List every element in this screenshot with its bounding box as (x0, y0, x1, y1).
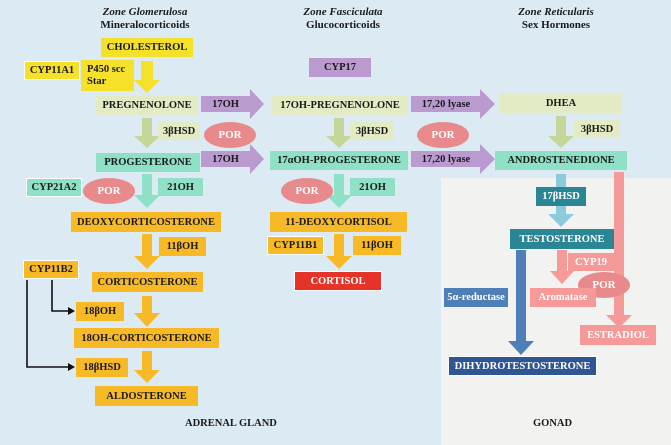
testosterone-box: TESTOSTERONE (510, 229, 614, 249)
17aoh-progesterone-box: 17αOH-PROGESTERONE (270, 151, 408, 170)
arrow-lyase-b (411, 144, 495, 174)
arrow-17oh-b (201, 144, 264, 174)
cyp11b2-line-18boh (26, 280, 68, 368)
cyp17-box: CYP17 (309, 58, 371, 77)
corticosterone-box: CORTICOSTERONE (92, 272, 203, 292)
star-label: Star (87, 75, 107, 87)
p450scc-star-box: P450 scc Star (81, 60, 134, 91)
gonad-label: GONAD (533, 418, 573, 429)
17oh-pregnenolone-box: 17OH-PREGNENOLONE (272, 96, 408, 115)
arrow-cholesterol-pregnenolone (134, 61, 160, 93)
progesterone-box: PROGESTERONE (96, 153, 200, 172)
dhea-box: DHEA (500, 93, 622, 113)
p450scc-label: P450 scc (87, 63, 126, 75)
11boh-b-box: 11βOH (353, 236, 401, 255)
17-20-lyase-b-label: 17,20 lyase (421, 153, 471, 165)
pregnenolone-box: PREGNENOLONE (96, 96, 198, 115)
zone-fasciculata-title: Zone Fasciculata (303, 6, 383, 18)
zone-reticularis-header: Zone Reticularis Sex Hormones (471, 6, 641, 32)
arrow-deoxycortisol-cortisol (326, 234, 352, 269)
17bhsd-box: 17βHSD (536, 187, 586, 206)
arrow-doc-corticosterone (134, 234, 160, 269)
androstenedione-box: ANDROSTENEDIONE (495, 151, 627, 170)
17-20-lyase-a-label: 17,20 lyase (421, 98, 471, 110)
3bhsd-b-box: 3βHSD (350, 122, 394, 140)
aldosterone-box: ALDOSTERONE (95, 386, 198, 406)
11boh-a-box: 11βOH (159, 237, 206, 256)
zone-fasciculata-header: Zone Fasciculata Glucocorticoids (258, 6, 428, 32)
arrow-progesterone-doc (134, 174, 160, 208)
adrenal-gland-label: ADRENAL GLAND (185, 418, 277, 429)
zone-reticularis-subtitle: Sex Hormones (521, 19, 591, 31)
por-ellipse-b: POR (83, 178, 135, 204)
arrow-androstenedione-estradiol (606, 172, 632, 328)
cyp21a2-box: CYP21A2 (26, 178, 82, 197)
cyp11a1-box: CYP11A1 (24, 61, 80, 80)
zone-reticularis-title: Zone Reticularis (518, 6, 594, 18)
aromatase-box: Aromatase (530, 288, 596, 307)
5a-reductase-box: 5α-reductase (444, 288, 508, 307)
arrow-17ohpreg-17ohprog (326, 118, 352, 148)
18boh-box: 18βOH (76, 302, 124, 321)
gonad-region (441, 178, 671, 445)
11-deoxycortisol-box: 11-DEOXYCORTISOL (270, 212, 407, 232)
arrow-corticosterone-18oh (134, 296, 160, 327)
arrow-pregnenolone-progesterone (134, 118, 160, 148)
3bhsd-a-box: 3βHSD (158, 122, 200, 140)
arrow-lyase-a (411, 89, 495, 119)
cortisol-box: CORTISOL (294, 271, 382, 291)
18bhsd-box: 18βHSD (76, 358, 128, 377)
cyp11b1-box: CYP11B1 (267, 236, 324, 255)
cyp11b2-line-18bohA (51, 280, 68, 312)
arrow-testosterone-dht (508, 250, 534, 355)
arrow-17ohprog-deoxycortisol (326, 174, 352, 208)
zone-glomerulosa-title: Zone Glomerulosa (102, 6, 188, 18)
por-ellipse-d: POR (281, 178, 333, 204)
17oh-b-label: 17OH (212, 153, 239, 165)
por-ellipse-c: POR (417, 122, 469, 148)
arrow-dhea-androstenedione (548, 116, 574, 148)
17oh-a-label: 17OH (212, 98, 239, 110)
por-ellipse-a: POR (204, 122, 256, 148)
3bhsd-c-box: 3βHSD (574, 120, 620, 138)
cyp19-box: CYP19 (568, 253, 614, 271)
cyp11b2-box: CYP11B2 (23, 260, 79, 279)
21oh-a-box: 21OH (158, 178, 203, 196)
18oh-corticosterone-box: 18OH-CORTICOSTERONE (74, 328, 219, 348)
21oh-b-box: 21OH (350, 178, 395, 196)
arrow-18oh-aldosterone (134, 351, 160, 383)
cholesterol-box: CHOLESTEROL (101, 38, 193, 57)
dihydrotestosterone-box: DIHYDROTESTOSTERONE (448, 356, 597, 376)
zone-glomerulosa-header: Zone Glomerulosa Mineralocorticoids (60, 6, 230, 32)
arrow-testosterone-estradiol (550, 250, 574, 284)
estradiol-box: ESTRADIOL (580, 325, 656, 345)
arrow-17oh-a (201, 89, 264, 119)
zone-glomerulosa-subtitle: Mineralocorticoids (100, 19, 190, 31)
deoxycorticosterone-box: DEOXYCORTICOSTERONE (71, 212, 221, 232)
zone-fasciculata-subtitle: Glucocorticoids (306, 19, 380, 31)
